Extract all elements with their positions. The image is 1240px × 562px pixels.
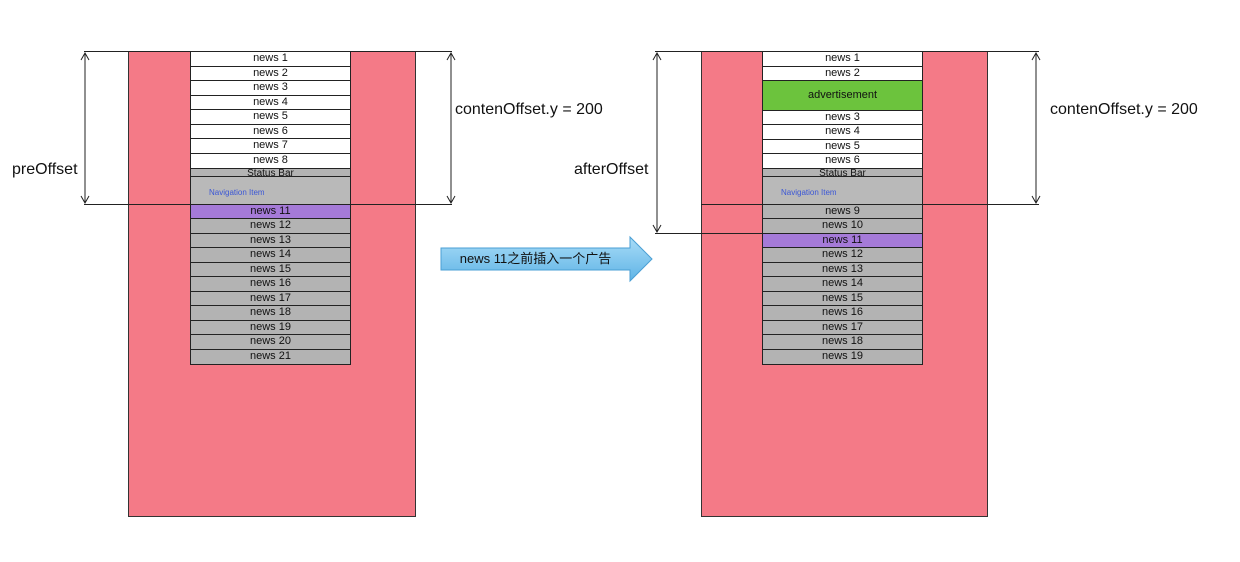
left-row-news-8: news 8 [191, 154, 350, 169]
left-top-guide-line [84, 51, 452, 52]
right-news-list: news 1 news 2 advertisement news 3 news … [762, 51, 923, 365]
right-after-offset-dimension-arrow [652, 51, 662, 234]
right-row-news-18: news 18 [763, 335, 922, 350]
left-pre-offset-label: preOffset [12, 161, 78, 178]
right-row-news-14: news 14 [763, 277, 922, 292]
left-row-news-20: news 20 [191, 335, 350, 350]
right-top-guide-line [655, 51, 1039, 52]
left-row-news-12: news 12 [191, 219, 350, 234]
right-row-news-12: news 12 [763, 248, 922, 263]
left-row-news-19: news 19 [191, 321, 350, 335]
left-content-offset-dimension-arrow [446, 51, 456, 205]
left-offset-guide-line [84, 204, 452, 205]
right-content-offset-dimension-arrow [1031, 51, 1041, 205]
right-row-news-3: news 3 [763, 111, 922, 125]
right-row-news-9: news 9 [763, 205, 922, 219]
right-row-news-1: news 1 [763, 52, 922, 67]
right-row-news-17: news 17 [763, 321, 922, 335]
right-navigation-item: Navigation Item [763, 177, 922, 205]
transition-arrow-shape [440, 235, 653, 283]
right-row-news-6: news 6 [763, 154, 922, 169]
left-row-news-17: news 17 [191, 292, 350, 306]
left-row-news-16: news 16 [191, 277, 350, 292]
left-row-news-4: news 4 [191, 96, 350, 110]
left-row-news-3: news 3 [191, 81, 350, 96]
left-row-news-11: news 11 [191, 205, 350, 219]
right-navigation-item-label: Navigation Item [781, 188, 837, 197]
left-row-news-14: news 14 [191, 248, 350, 263]
right-row-news-11: news 11 [763, 234, 922, 248]
left-row-news-13: news 13 [191, 234, 350, 248]
right-row-news-4: news 4 [763, 125, 922, 140]
left-row-news-5: news 5 [191, 110, 350, 125]
right-after-offset-label: afterOffset [574, 161, 649, 178]
right-content-offset-label: contenOffset.y = 200 [1050, 101, 1198, 118]
left-row-news-1: news 1 [191, 52, 350, 67]
right-row-news-10: news 10 [763, 219, 922, 234]
transition-arrow-label: news 11之前插入一个广告 [459, 251, 612, 266]
right-content-offset-guide-line [923, 204, 1039, 205]
left-pre-offset-dimension-arrow [80, 51, 90, 205]
right-row-news-13: news 13 [763, 263, 922, 277]
right-row-news-16: news 16 [763, 306, 922, 321]
left-row-news-2: news 2 [191, 67, 350, 81]
left-status-bar: Status Bar [191, 169, 350, 177]
left-content-offset-label: contenOffset.y = 200 [455, 101, 603, 118]
right-row-news-5: news 5 [763, 140, 922, 154]
right-row-news-19: news 19 [763, 350, 922, 364]
left-news-list: news 1 news 2 news 3 news 4 news 5 news … [190, 51, 351, 365]
left-row-news-7: news 7 [191, 139, 350, 154]
left-row-news-21: news 21 [191, 350, 350, 364]
left-row-news-15: news 15 [191, 263, 350, 277]
left-row-news-6: news 6 [191, 125, 350, 139]
right-status-bar: Status Bar [763, 169, 922, 177]
right-row-news-2: news 2 [763, 67, 922, 81]
right-after-offset-guide-line [655, 233, 762, 234]
left-navigation-item-label: Navigation Item [209, 188, 265, 197]
left-row-news-18: news 18 [191, 306, 350, 321]
right-list-left-guide-line [701, 204, 762, 205]
right-row-news-15: news 15 [763, 292, 922, 306]
right-advertisement-row: advertisement [763, 81, 922, 111]
